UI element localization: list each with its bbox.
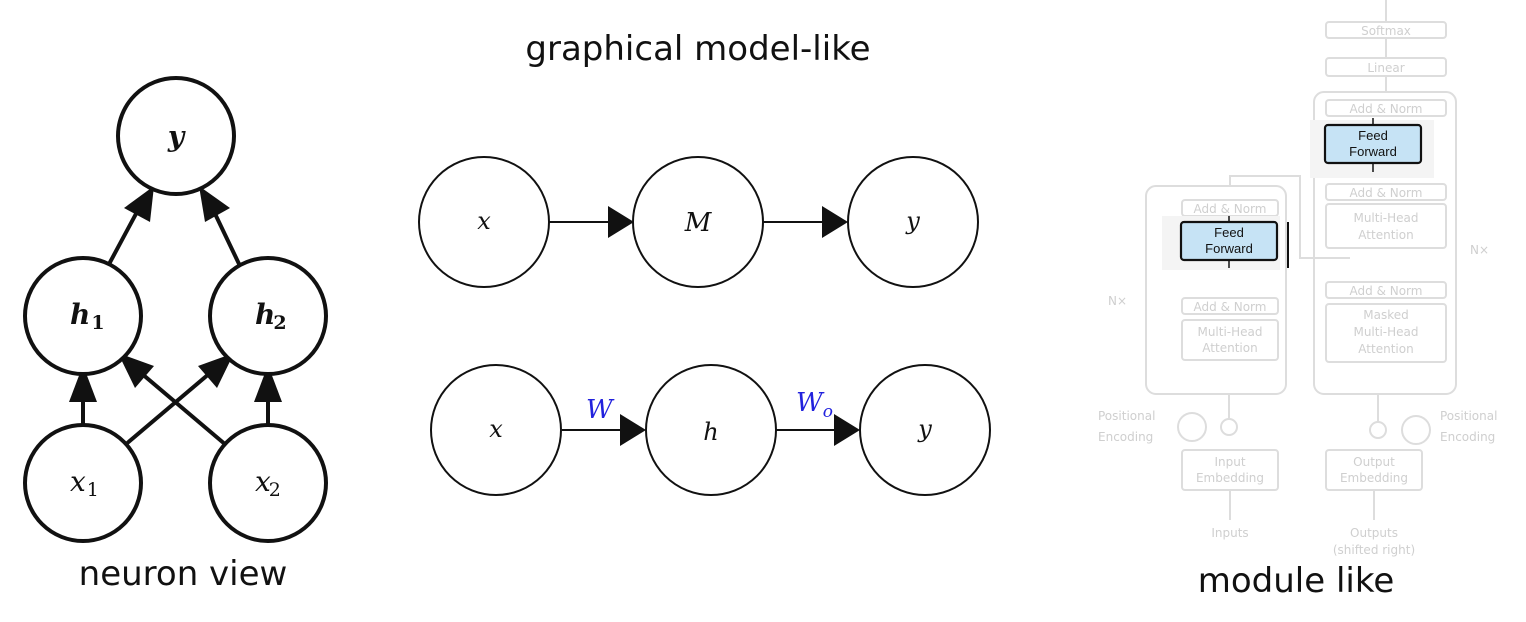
- inputs-label: Inputs: [1211, 526, 1248, 540]
- arrowhead: [620, 414, 646, 446]
- feed-forward-label-1: Feed: [1358, 128, 1388, 143]
- node-h1: [23, 256, 143, 376]
- multi-head-label-1: Multi-Head: [1353, 211, 1418, 225]
- label-h1: h1: [70, 298, 105, 334]
- encoder-to-decoder: [1229, 175, 1350, 259]
- label-h: h: [703, 418, 718, 446]
- masked-label-2: Multi-Head: [1353, 325, 1418, 339]
- label-x: x: [477, 207, 491, 235]
- arrowhead: [199, 186, 230, 222]
- add-norm-label: Add & Norm: [1194, 300, 1267, 314]
- arrowhead: [69, 365, 97, 402]
- label-y: y: [905, 207, 920, 235]
- multi-head-label-1: Multi-Head: [1197, 325, 1262, 339]
- node-x: [418, 156, 550, 288]
- transformer-diagram: Softmax Linear Add & Norm Feed Forward A…: [1098, 0, 1497, 557]
- decoder-nx: N×: [1470, 243, 1489, 257]
- neuron-view-diagram: y h1 h2 x1 x2: [23, 76, 328, 543]
- outputs-label-2: (shifted right): [1333, 543, 1415, 557]
- arrowhead: [254, 365, 282, 402]
- positional-label-right-2: Encoding: [1440, 430, 1495, 444]
- encoder-add-norm-bottom: [1181, 297, 1279, 315]
- graphical-model-row-1: x M y: [418, 156, 979, 288]
- decoder-multi-head: [1325, 203, 1447, 249]
- positional-label-left-2: Encoding: [1098, 430, 1153, 444]
- label-M: M: [684, 208, 713, 238]
- arrowhead: [822, 206, 848, 238]
- feed-forward-label-2: Forward: [1205, 241, 1253, 256]
- positional-label-right-1: Positional: [1440, 409, 1497, 423]
- node-x1: [23, 423, 143, 543]
- feed-forward-label-2: Forward: [1349, 144, 1397, 159]
- arrowhead: [118, 353, 154, 388]
- caption-module-like: module like: [1198, 561, 1395, 601]
- add-norm-label: Add & Norm: [1194, 202, 1267, 216]
- masked-label-1: Masked: [1363, 308, 1408, 322]
- add-circle-right: [1369, 421, 1387, 439]
- positional-wave-left: [1177, 412, 1207, 442]
- positional-wave-right: [1401, 415, 1431, 445]
- positional-label-left-1: Positional: [1098, 409, 1155, 423]
- arrowhead: [124, 186, 154, 222]
- node-x: [430, 364, 562, 496]
- add-norm-label: Add & Norm: [1350, 102, 1423, 116]
- weight-W: W: [586, 395, 615, 425]
- input-embedding-label-1: Input: [1214, 455, 1245, 469]
- label-x: x: [489, 415, 503, 443]
- graphical-model-row-2: x h y W Wo: [430, 364, 991, 496]
- decoder-add-norm-bottom: [1325, 281, 1447, 299]
- linear-label: Linear: [1367, 61, 1404, 75]
- decoder-masked-attention: [1325, 303, 1447, 363]
- masked-label-3: Attention: [1358, 342, 1413, 356]
- add-norm-label: Add & Norm: [1350, 186, 1423, 200]
- node-y: [116, 76, 236, 196]
- multi-head-label-2: Attention: [1202, 341, 1257, 355]
- node-x2: [208, 423, 328, 543]
- caption-graphical-model: graphical model-like: [525, 29, 870, 69]
- arrowhead: [608, 206, 634, 238]
- arrowhead: [198, 353, 234, 388]
- encoder-multi-head: [1181, 319, 1279, 361]
- label-x1: x1: [70, 465, 99, 501]
- output-embedding-label-1: Output: [1353, 455, 1395, 469]
- node-M: [632, 156, 764, 288]
- label-y: y: [917, 415, 932, 443]
- caption-neuron-view: neuron view: [79, 554, 288, 594]
- weight-Wo: Wo: [796, 388, 833, 422]
- label-y: y: [167, 120, 186, 153]
- input-embedding-label-2: Embedding: [1196, 471, 1264, 485]
- label-h2: h2: [255, 298, 287, 334]
- encoder-nx: N×: [1108, 294, 1127, 308]
- node-h2: [208, 256, 328, 376]
- decoder-add-norm-top: [1325, 99, 1447, 117]
- add-norm-label: Add & Norm: [1350, 284, 1423, 298]
- node-y: [859, 364, 991, 496]
- outputs-label-1: Outputs: [1350, 526, 1398, 540]
- node-y: [847, 156, 979, 288]
- add-circle-left: [1220, 418, 1238, 436]
- softmax-label: Softmax: [1361, 24, 1411, 38]
- node-h: [645, 364, 777, 496]
- feed-forward-label-1: Feed: [1214, 225, 1244, 240]
- output-embedding-label-2: Embedding: [1340, 471, 1408, 485]
- multi-head-label-2: Attention: [1358, 228, 1413, 242]
- label-x2: x2: [255, 465, 281, 501]
- decoder-add-norm-mid: [1325, 183, 1447, 201]
- arrowhead: [834, 414, 860, 446]
